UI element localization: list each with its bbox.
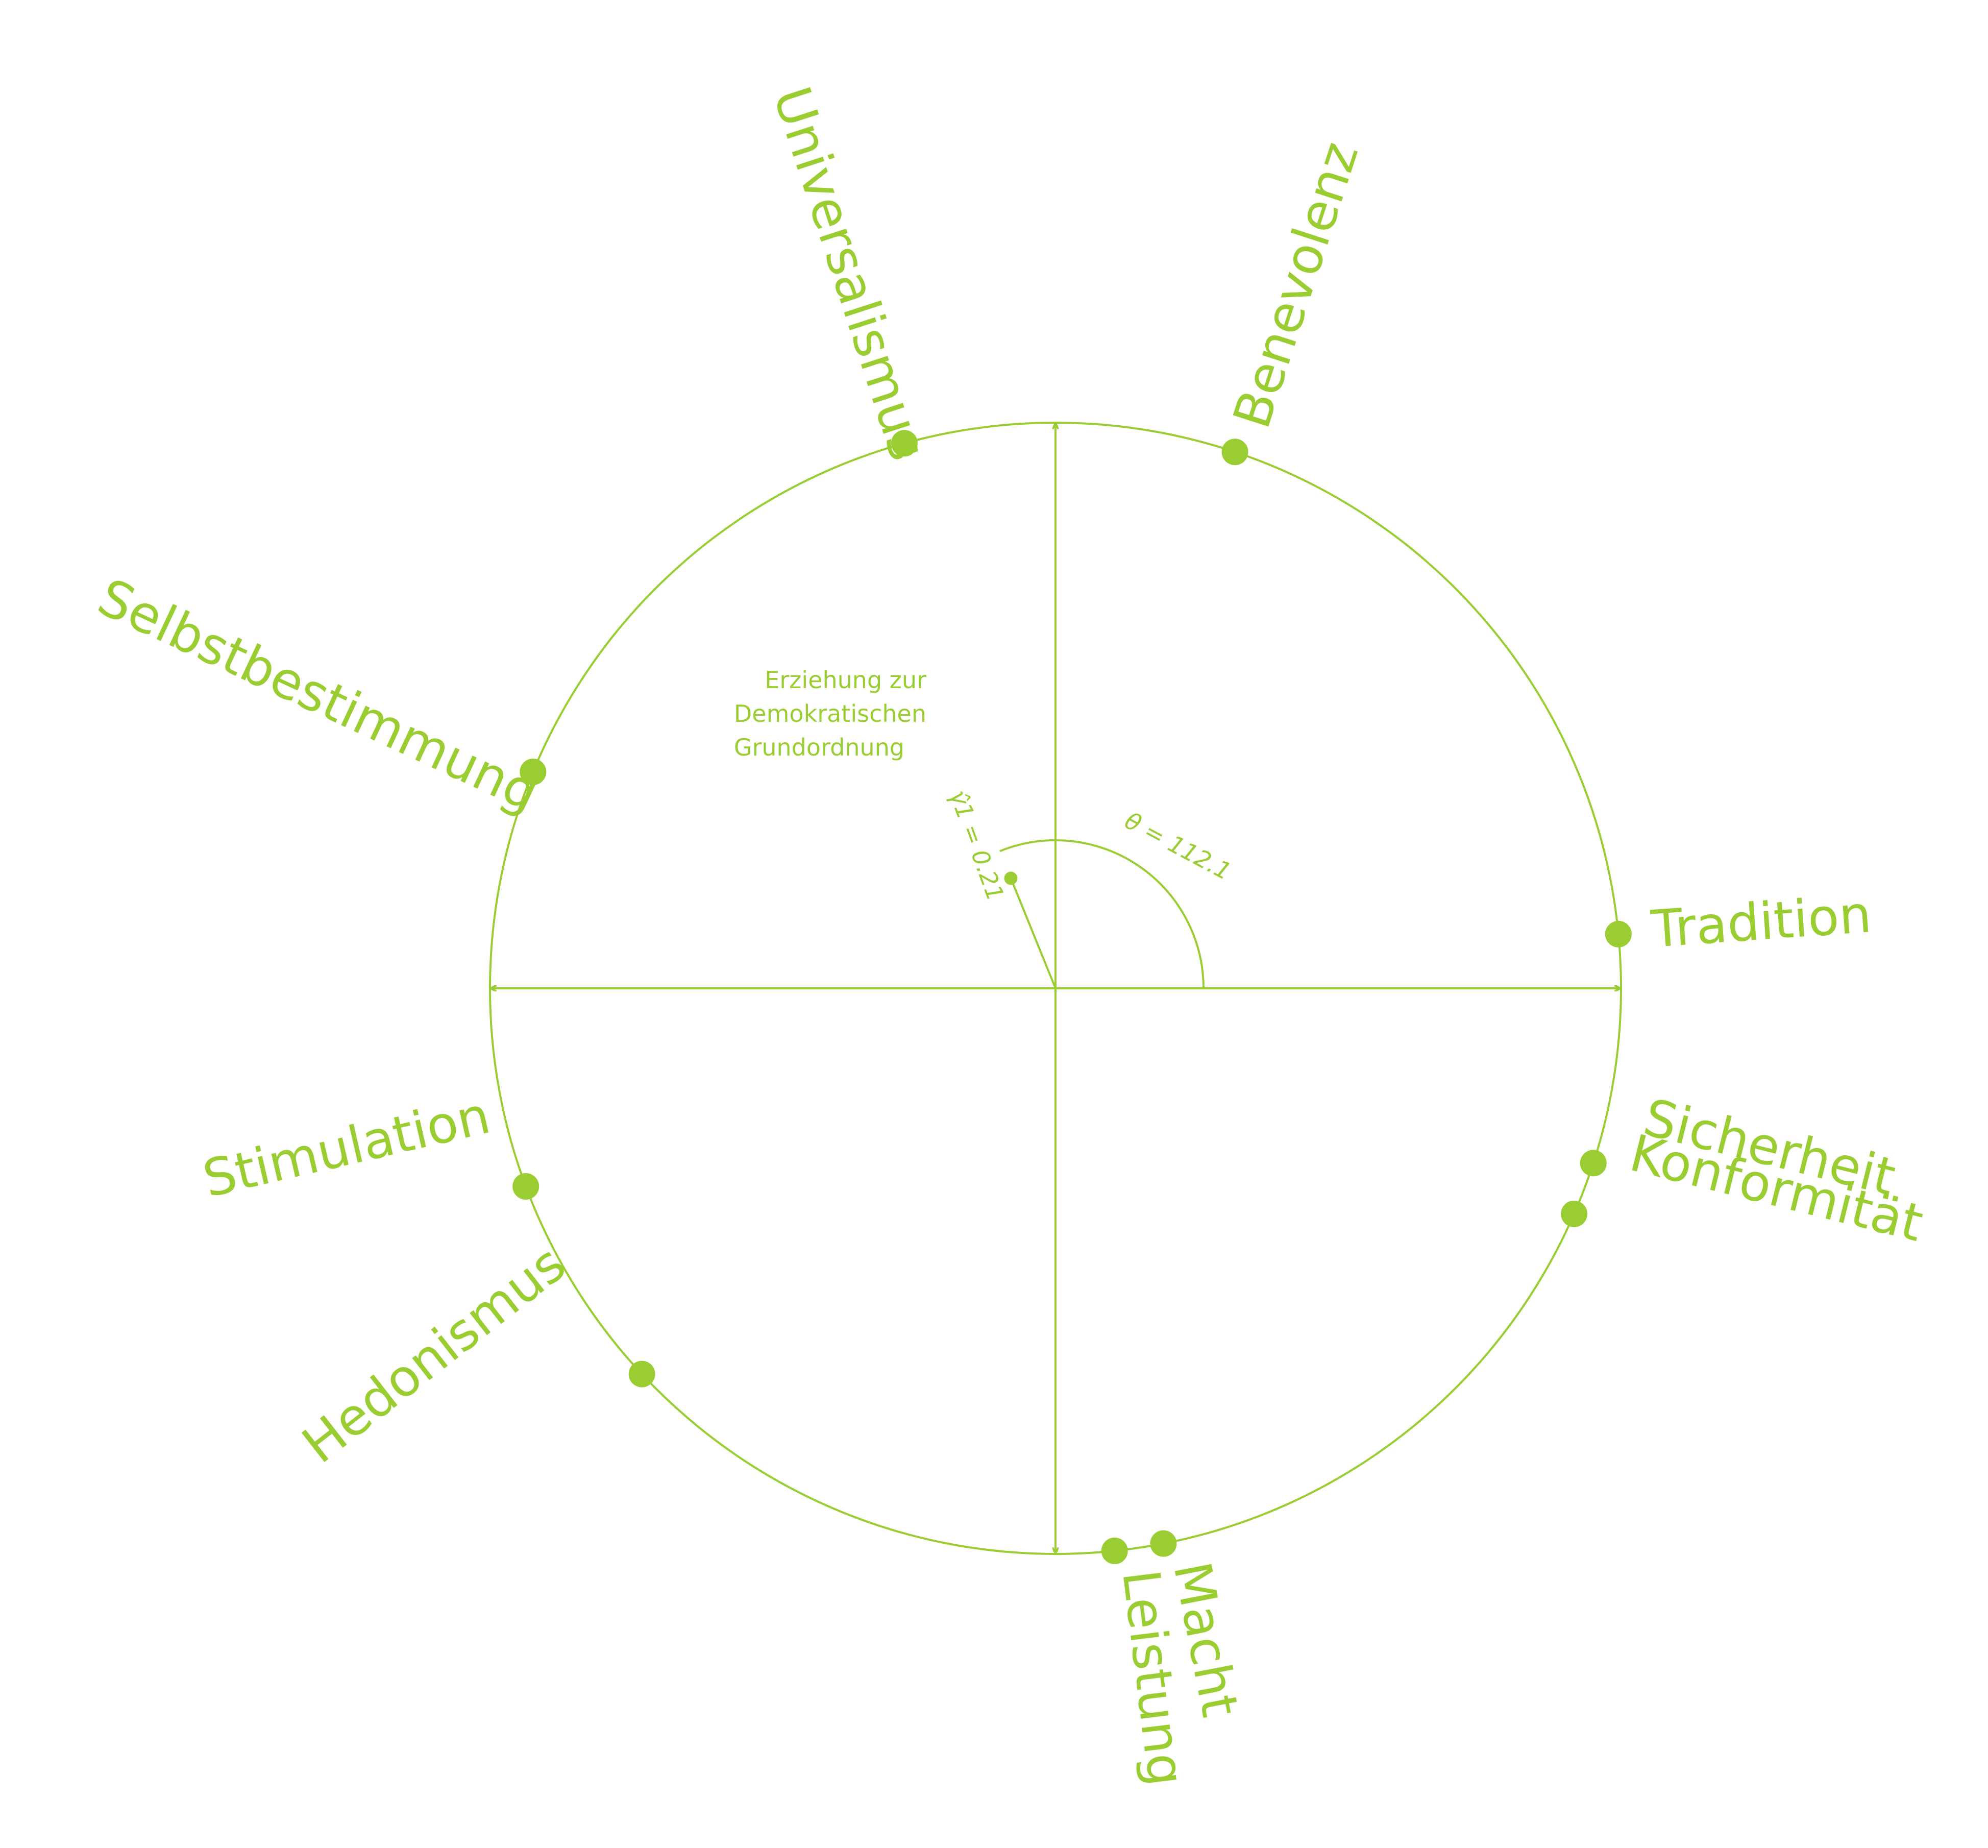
value-dot-konformit-t: [1580, 1150, 1607, 1177]
value-label-universalismus: Universalismus: [762, 80, 938, 467]
value-dot-benevolenz: [1221, 439, 1248, 466]
value-label-tradition: Tradition: [1649, 884, 1874, 959]
value-dots: [512, 430, 1632, 1564]
value-circle: [489, 422, 1622, 1555]
value-label-stimulation: Stimulation: [198, 1085, 496, 1209]
value-dot-sicherheit: [1561, 1200, 1588, 1227]
value-dot-leistung: [1101, 1537, 1128, 1564]
value-label-hedonismus: Hedonismus: [291, 1234, 577, 1475]
value-labels: Universalismus BenevolenzSelbstbestimmung…: [89, 80, 1929, 1789]
point-label: Erziehung zur Demokratischen Grundordnun…: [734, 666, 926, 761]
point-radius-line: [1010, 878, 1057, 989]
theta-angle-arc: [999, 839, 1205, 989]
value-label-benevolenz: Benevolenz: [1222, 135, 1370, 435]
value-dot-stimulation: [512, 1173, 539, 1200]
point-label-line-3: Grundordnung: [734, 734, 904, 761]
value-dot-macht: [1150, 1530, 1177, 1557]
point-label-line-2: Demokratischen: [734, 700, 926, 727]
value-dot-hedonismus: [628, 1360, 655, 1388]
point-label-line-1: Erziehung zur: [765, 666, 926, 694]
value-dot-selbstbestimmung: [520, 758, 547, 785]
point-marker: [1004, 871, 1018, 885]
theta-label: θ = 112.1: [1120, 807, 1236, 886]
radius-label: γ̂1 = 0.21: [944, 786, 1010, 905]
value-label-selbstbestimmung: Selbstbestimmung: [89, 567, 548, 823]
value-dot-universalismus: [891, 430, 918, 457]
value-dot-tradition: [1605, 920, 1632, 947]
